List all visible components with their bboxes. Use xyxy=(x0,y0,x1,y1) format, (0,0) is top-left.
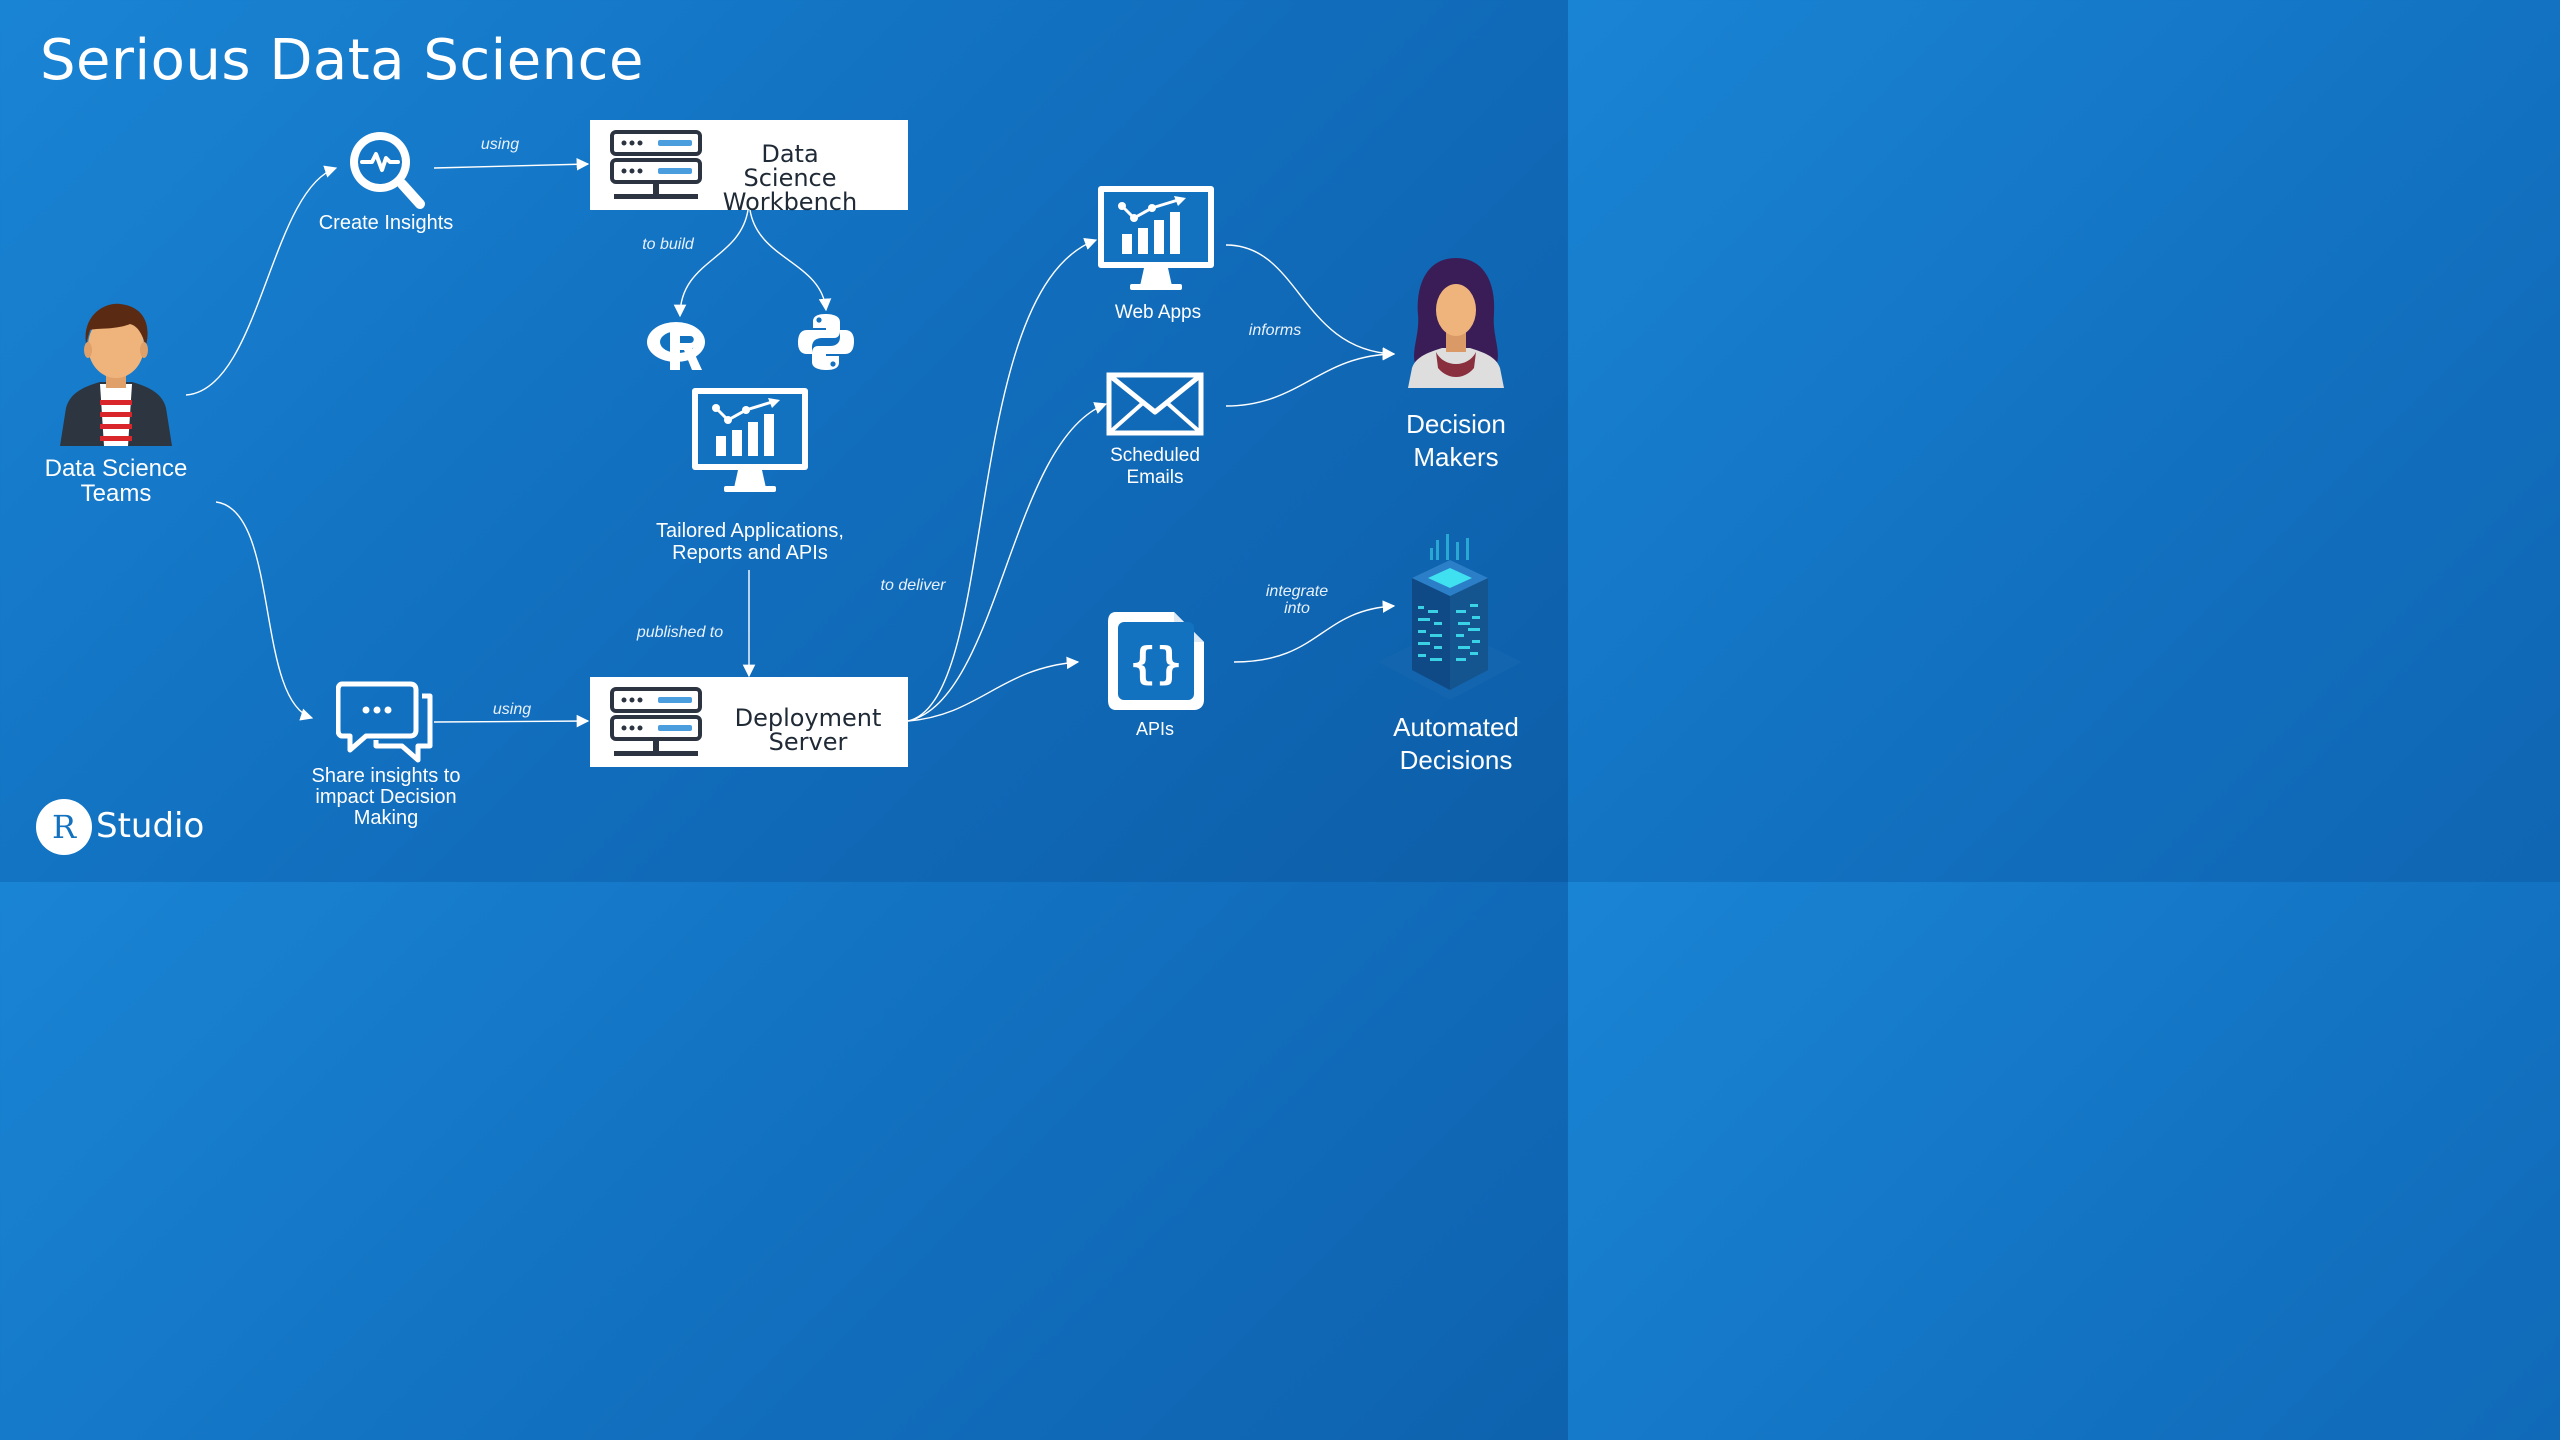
edge-workbench-r xyxy=(673,209,749,318)
integrate-line-1: integrate xyxy=(1265,583,1329,600)
share-line-3: Making xyxy=(353,807,419,829)
share-line-2: impact Decision xyxy=(315,786,457,808)
auto-line-1: Automated xyxy=(1393,712,1519,742)
teams-line-2: Teams xyxy=(80,480,152,507)
workbench-line-2: Workbench xyxy=(722,188,858,216)
server-icon xyxy=(610,130,702,199)
edge-webapps-decision xyxy=(1225,244,1396,360)
label-automated-decisions: Automated Decisions xyxy=(1370,711,1542,777)
auto-line-2: Decisions xyxy=(1399,745,1513,775)
emails-line-1: Scheduled xyxy=(1110,445,1200,466)
label-create-insights: Create Insights xyxy=(318,212,454,234)
python-logo-icon xyxy=(798,314,854,370)
edge-deploy-webapps xyxy=(907,238,1098,722)
edge-create-workbench xyxy=(433,157,590,171)
tailored-line-1: Tailored Applications, xyxy=(656,520,844,542)
edge-label-to-build: to build xyxy=(642,236,694,253)
edge-label-published-to: published to xyxy=(636,624,724,641)
edge-deploy-emails xyxy=(907,402,1108,722)
r-logo-icon xyxy=(647,322,705,370)
teams-line-1: Data Science xyxy=(44,455,188,482)
api-document-icon: {} xyxy=(1108,612,1204,710)
isometric-datacenter-icon xyxy=(1378,534,1522,700)
monitor-chart-icon xyxy=(692,388,808,492)
edge-deploy-apis xyxy=(907,656,1080,722)
workbench-line-1: Data Science xyxy=(743,140,837,192)
edge-label-using-top: using xyxy=(480,136,520,153)
envelope-icon xyxy=(1106,372,1204,436)
edge-workbench-python xyxy=(749,209,832,312)
monitor-chart-icon xyxy=(1098,186,1214,290)
tailored-line-2: Reports and APIs xyxy=(672,542,828,564)
integrate-line-2: into xyxy=(1284,600,1310,617)
chat-bubbles-icon xyxy=(336,681,433,763)
edge-emails-decision xyxy=(1225,347,1396,407)
workbench-label: Data Science Workbench xyxy=(714,142,866,214)
deploy-line-2: Server xyxy=(768,728,848,756)
edge-label-informs: informs xyxy=(1248,322,1302,339)
label-web-apps: Web Apps xyxy=(1114,302,1202,323)
decision-line-2: Makers xyxy=(1413,442,1499,472)
decision-line-1: Decision xyxy=(1406,409,1506,439)
edge-share-deploy xyxy=(433,714,590,728)
edge-teams-share xyxy=(215,501,314,721)
share-line-1: Share insights to xyxy=(311,765,461,787)
edge-label-to-deliver: to deliver xyxy=(880,577,946,594)
workbench-box: Data Science Workbench xyxy=(590,120,908,214)
label-decision-makers: Decision Makers xyxy=(1380,408,1532,474)
rstudio-logo-icon: R xyxy=(36,799,92,855)
magnifier-pulse-icon xyxy=(350,132,425,209)
label-data-science-teams: Data Science Teams xyxy=(36,456,196,506)
label-share-insights: Share insights to impact Decision Making xyxy=(290,766,482,829)
edge-apis-auto xyxy=(1233,600,1396,663)
label-apis: APIs xyxy=(1135,719,1174,739)
edge-label-integrate-into: integrate into xyxy=(1252,583,1342,617)
deploy-line-1: Deployment xyxy=(734,704,882,732)
page-title: Serious Data Science xyxy=(40,28,644,93)
server-icon xyxy=(610,687,702,756)
deployment-server-label: Deployment Server xyxy=(728,706,888,754)
person-avatar-icon xyxy=(60,303,172,446)
svg-text:{}: {} xyxy=(1130,638,1183,689)
label-tailored: Tailored Applications, Reports and APIs xyxy=(630,520,870,564)
deployment-server-box: Deployment Server xyxy=(590,677,908,767)
label-scheduled-emails: Scheduled Emails xyxy=(1094,445,1216,489)
rstudio-logo-wordmark: Studio xyxy=(96,806,205,846)
edge-teams-create xyxy=(185,165,338,396)
edge-label-using-bottom: using xyxy=(492,701,532,718)
woman-avatar-icon xyxy=(1408,258,1504,388)
emails-line-2: Emails xyxy=(1126,467,1184,488)
connector-layer xyxy=(185,157,1396,728)
